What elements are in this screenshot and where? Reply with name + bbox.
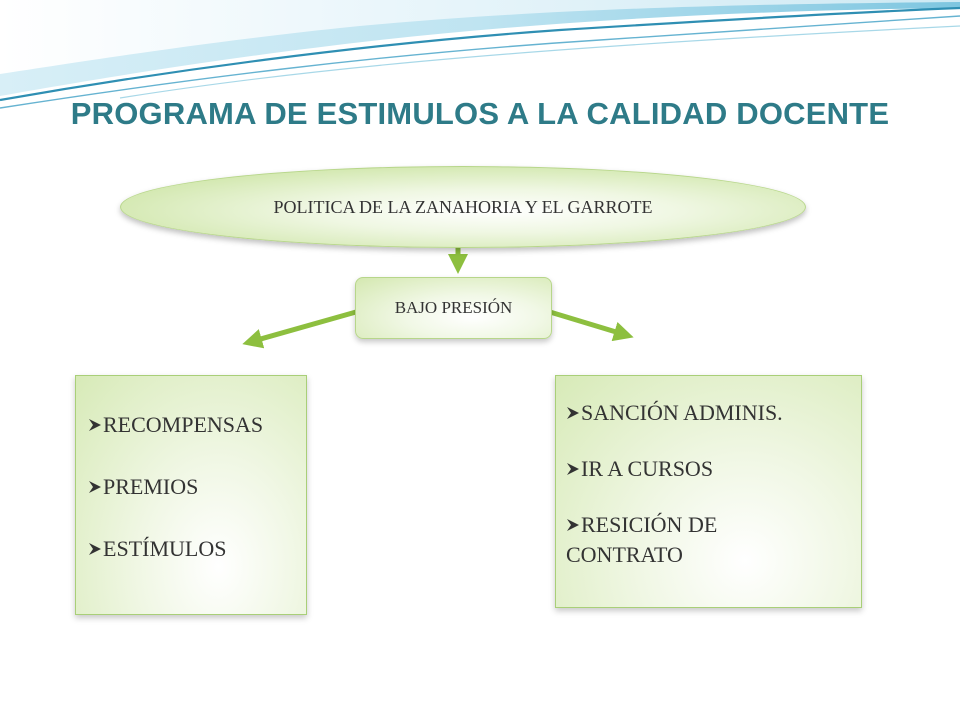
page-title: PROGRAMA DE ESTIMULOS A LA CALIDAD DOCEN… [70, 96, 890, 131]
list-item-label: SANCIÓN ADMINIS. [581, 400, 783, 425]
list-item: PREMIOS [88, 472, 306, 502]
arrow-middle-to-left [242, 309, 357, 349]
arrowhead-bullet-icon [567, 463, 579, 475]
arrowhead-bullet-icon [89, 419, 101, 431]
list-item: IR A CURSOS [566, 454, 861, 484]
list-item-label: IR A CURSOS [581, 456, 714, 481]
list-item-label: ESTÍMULOS [103, 536, 227, 561]
arrowhead-bullet-icon [89, 481, 101, 493]
list-item: RESICIÓN DE CONTRATO [566, 510, 806, 570]
list-item-label: PREMIOS [103, 474, 199, 499]
arrowhead-bullet-icon [567, 407, 579, 419]
list-item: SANCIÓN ADMINIS. [566, 398, 861, 428]
list-item: ESTÍMULOS [88, 534, 306, 564]
arrow-middle-to-right [549, 309, 634, 342]
list-item-label: RESICIÓN DE CONTRATO [566, 512, 718, 567]
arrowhead-bullet-icon [89, 543, 101, 555]
header-wave-decoration [0, 0, 960, 109]
middle-node-box: BAJO PRESIÓN [355, 277, 552, 339]
list-item-label: RECOMPENSAS [103, 412, 264, 437]
rewards-box: RECOMPENSAS PREMIOS ESTÍMULOS [75, 375, 307, 615]
middle-node-label: BAJO PRESIÓN [394, 298, 513, 317]
arrowhead-bullet-icon [567, 519, 579, 531]
list-item: RECOMPENSAS [88, 410, 306, 440]
root-node-label: POLITICA DE LA ZANAHORIA Y EL GARROTE [273, 197, 653, 217]
sanctions-box: SANCIÓN ADMINIS. IR A CURSOS RESICIÓN DE… [555, 375, 862, 608]
root-node-ellipse: POLITICA DE LA ZANAHORIA Y EL GARROTE [120, 166, 806, 248]
